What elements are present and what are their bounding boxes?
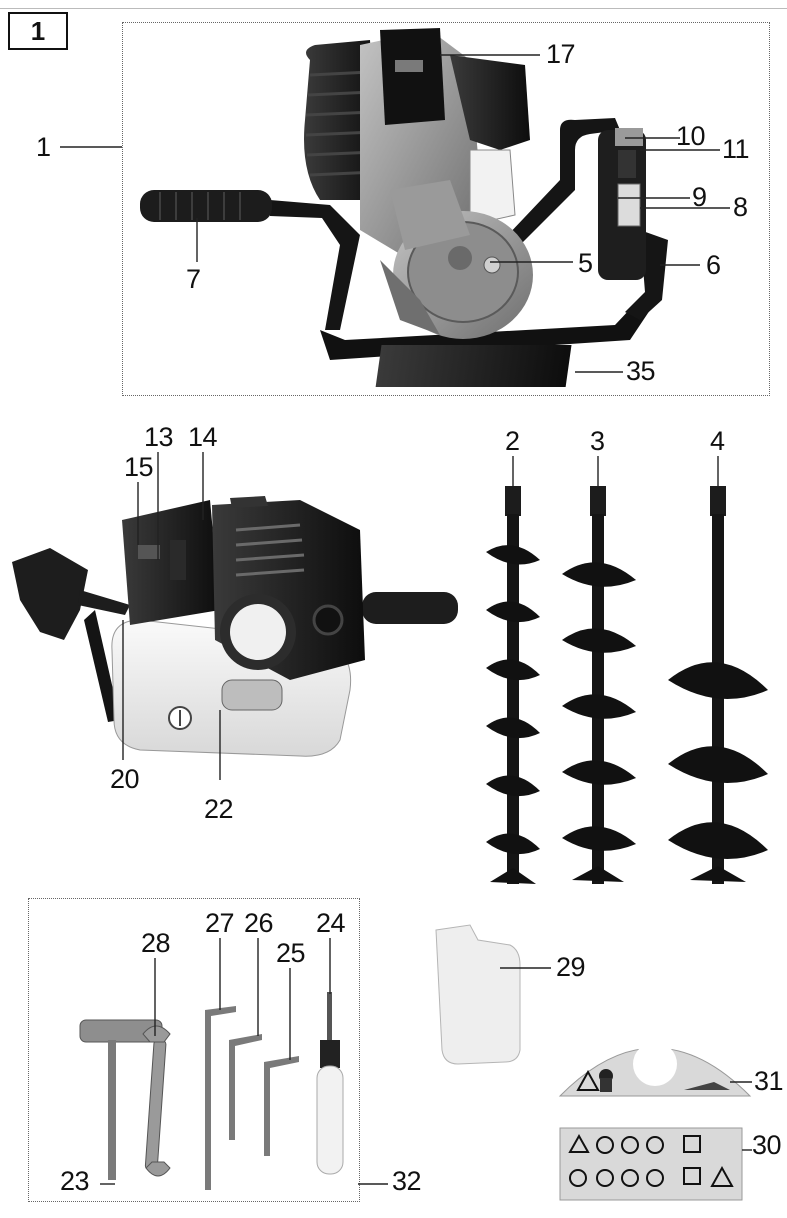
auger-bit-4-icon bbox=[668, 456, 768, 884]
figure-number: 1 bbox=[30, 16, 46, 46]
callout-17: 17 bbox=[546, 39, 576, 69]
callout-5: 5 bbox=[578, 248, 593, 278]
callout-3: 3 bbox=[590, 426, 605, 456]
engine-side-view-icon bbox=[12, 496, 458, 757]
engine-leader-lines bbox=[122, 452, 221, 780]
callout-29: 29 bbox=[556, 952, 586, 982]
screwdriver-icon bbox=[316, 992, 344, 1175]
callout-30: 30 bbox=[752, 1130, 782, 1160]
callout-32: 32 bbox=[392, 1166, 422, 1196]
tools-group-frame bbox=[28, 898, 360, 1202]
callout-22: 22 bbox=[204, 794, 234, 824]
callout-1: 1 bbox=[36, 132, 51, 162]
hex-key-medium-icon bbox=[229, 1034, 262, 1140]
auger-bit-3-icon bbox=[562, 456, 636, 884]
callout-4: 4 bbox=[710, 426, 725, 456]
callout-24: 24 bbox=[316, 908, 346, 938]
safety-symbols-label-30-icon bbox=[559, 1127, 752, 1201]
callout-35: 35 bbox=[626, 356, 656, 386]
callout-25: 25 bbox=[276, 938, 306, 968]
figure-number-box: 1 bbox=[8, 12, 68, 50]
callout-10: 10 bbox=[676, 121, 706, 151]
callout-31: 31 bbox=[754, 1066, 784, 1096]
callout-23: 23 bbox=[60, 1166, 90, 1196]
open-end-wrench-icon bbox=[142, 1025, 171, 1177]
callout-9: 9 bbox=[692, 182, 707, 212]
callout-28: 28 bbox=[141, 928, 171, 958]
fuel-mixing-bottle-icon bbox=[435, 924, 551, 1065]
callout-7: 7 bbox=[186, 264, 201, 294]
callout-15: 15 bbox=[124, 452, 154, 482]
callout-20: 20 bbox=[110, 764, 140, 794]
hex-key-small-icon bbox=[264, 1056, 299, 1156]
powerhead-top-view-icon bbox=[140, 28, 668, 387]
callout-26: 26 bbox=[244, 908, 274, 938]
warning-label-31-icon bbox=[558, 1042, 752, 1097]
powerhead-group-frame bbox=[122, 22, 770, 396]
callout-2: 2 bbox=[505, 426, 520, 456]
powerhead-leader-lines bbox=[60, 54, 730, 373]
callout-6: 6 bbox=[706, 250, 721, 280]
auger-bit-2-icon bbox=[486, 456, 540, 884]
callout-8: 8 bbox=[733, 192, 748, 222]
top-rule bbox=[0, 8, 787, 9]
callout-13: 13 bbox=[144, 422, 174, 452]
spark-plug-wrench-icon bbox=[79, 1019, 163, 1180]
callout-11: 11 bbox=[722, 134, 750, 164]
callout-27: 27 bbox=[205, 908, 235, 938]
callout-14: 14 bbox=[188, 422, 218, 452]
tools-leader-lines bbox=[100, 938, 388, 1185]
hex-key-large-icon bbox=[205, 1006, 236, 1190]
